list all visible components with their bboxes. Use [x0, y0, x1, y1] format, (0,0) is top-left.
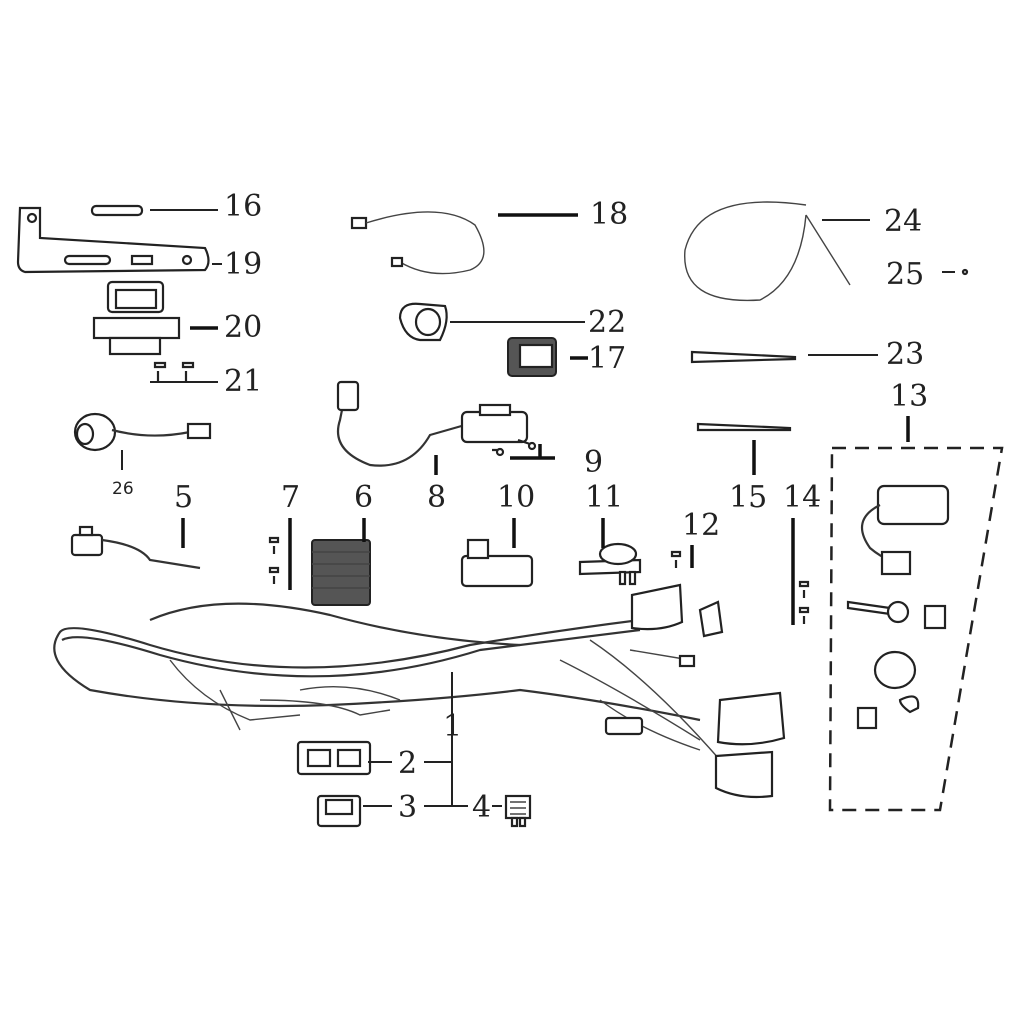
callout-8: 8	[427, 480, 446, 515]
leader-lines	[121, 209, 955, 807]
part-24-cable	[684, 201, 851, 302]
part-9-clips	[492, 438, 537, 457]
part-8-ignition-coil	[336, 380, 529, 467]
part-26-horn	[73, 412, 212, 452]
callout-16: 16	[224, 189, 262, 224]
part-23-tie	[690, 350, 797, 364]
callout-10: 10	[497, 480, 535, 515]
part-18-wire	[350, 211, 485, 275]
callout-13: 13	[890, 379, 928, 414]
part-11-sensor	[578, 542, 642, 586]
part-5-switch	[70, 525, 201, 570]
callout-18: 18	[590, 197, 628, 232]
callout-12: 12	[682, 508, 720, 543]
callout-24: 24	[884, 204, 922, 239]
callout-20: 20	[224, 310, 262, 345]
callout-9: 9	[584, 445, 603, 480]
part-2-fuse-holder	[296, 740, 372, 776]
part-12-screw	[670, 550, 682, 568]
callout-6: 6	[354, 480, 373, 515]
part-10-cdi	[460, 538, 534, 588]
callout-17: 17	[588, 341, 626, 376]
part-16-plate	[90, 204, 144, 217]
callout-7: 7	[281, 480, 300, 515]
callout-22: 22	[588, 305, 626, 340]
part-22-socket	[398, 302, 448, 342]
callout-3: 3	[398, 790, 417, 825]
callout-21: 21	[224, 364, 262, 399]
part-4-relay	[504, 794, 532, 828]
part-25-clip	[961, 268, 969, 276]
part-13-lock-set	[828, 446, 1004, 812]
part-20-relay	[92, 280, 181, 356]
part-14-screws	[798, 580, 810, 624]
callout-labels: 16 19 20 21 26 5 7 6 8 9 10 11 12 15 14 …	[112, 189, 928, 825]
part-21-screws	[153, 361, 195, 381]
part-15-tie	[696, 422, 792, 432]
callout-14: 14	[783, 480, 821, 515]
callout-19: 19	[224, 247, 262, 282]
part-17-flasher	[507, 337, 557, 377]
callout-25: 25	[886, 257, 924, 292]
part-19-bracket	[16, 206, 210, 274]
callout-5: 5	[174, 480, 193, 515]
callout-11: 11	[585, 480, 623, 515]
callout-26: 26	[112, 479, 134, 499]
callout-2: 2	[398, 746, 417, 781]
part-1-wire-harness	[53, 583, 786, 799]
part-7-screws	[268, 536, 280, 584]
part-3-fuse	[316, 794, 362, 828]
callout-23: 23	[886, 337, 924, 372]
callout-4: 4	[472, 790, 491, 825]
callout-1: 1	[443, 709, 462, 744]
part-6-regulator	[311, 539, 371, 606]
callout-15: 15	[729, 480, 767, 515]
